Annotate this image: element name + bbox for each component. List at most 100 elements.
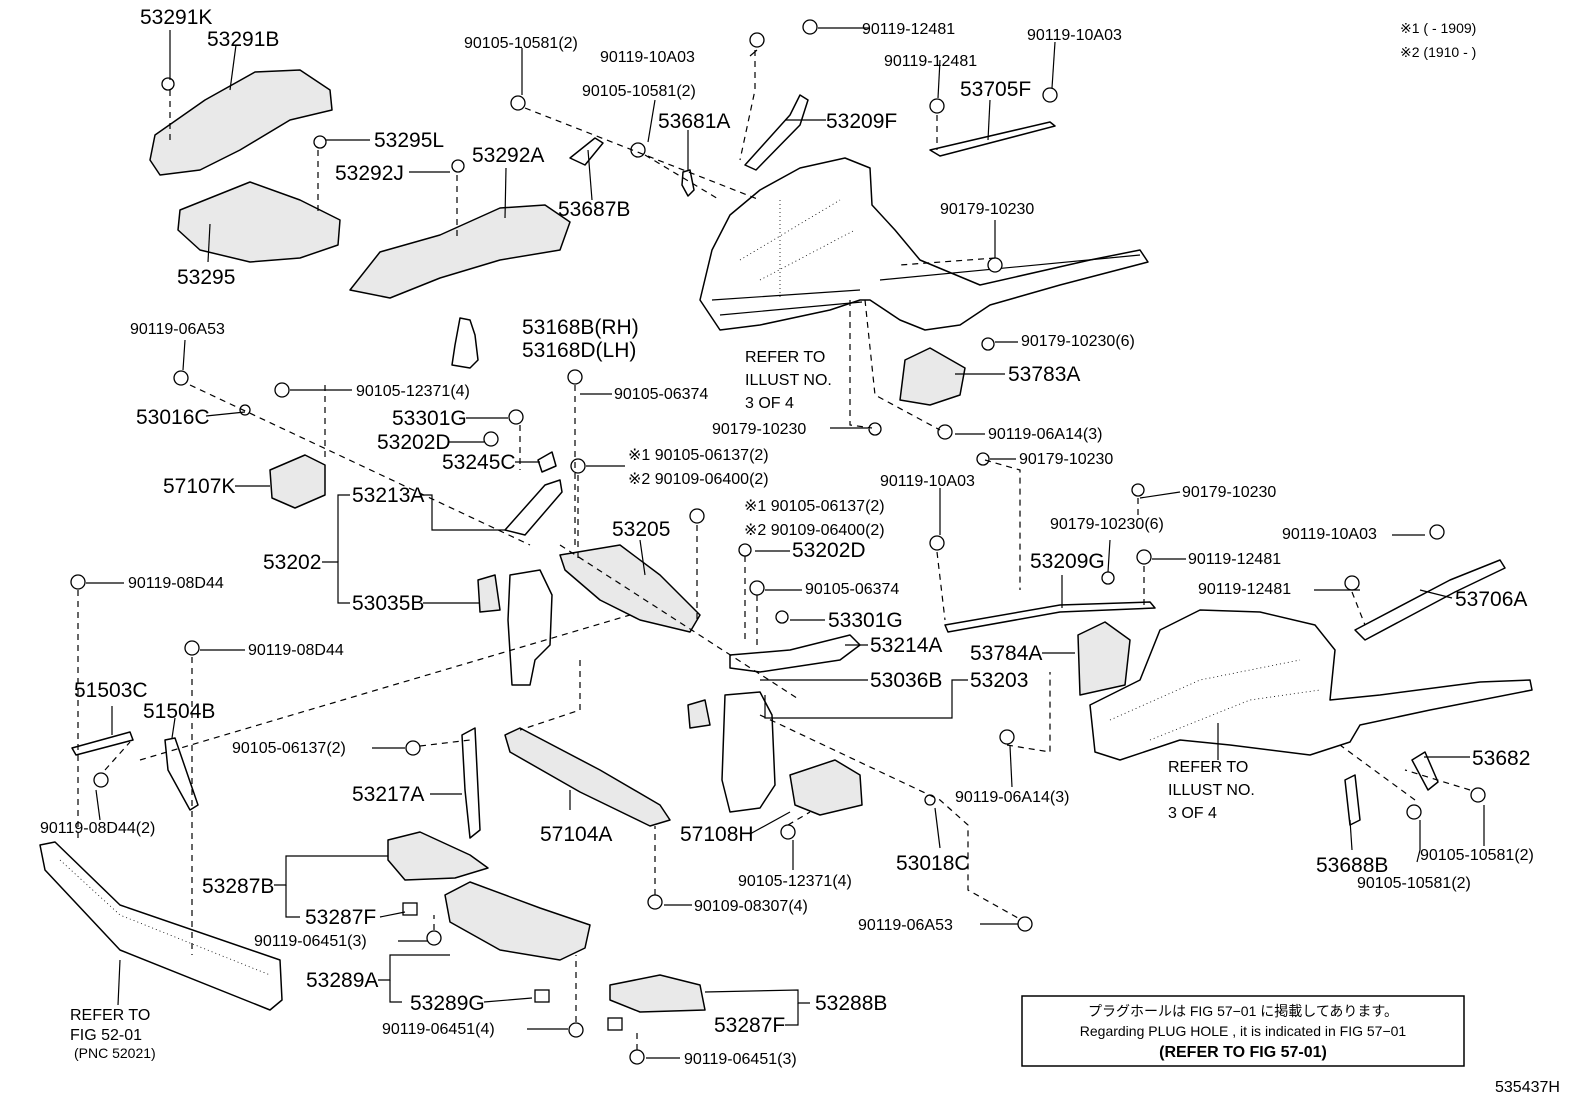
label-refer-fig2: FIG 52-01: [70, 1027, 142, 1044]
label-90119-06A14-3-a: 90119-06A14(3): [988, 426, 1102, 443]
label-53287F-a: 53287F: [305, 906, 376, 929]
part-53217A: [461, 727, 481, 839]
label-refer-illust-a3: 3 OF 4: [745, 395, 794, 412]
label-90179-10230-6-a: 90179-10230(6): [1021, 333, 1135, 350]
note-line-en: Regarding PLUG HOLE , it is indicated in…: [1080, 1023, 1407, 1039]
label-53289A: 53289A: [306, 969, 378, 992]
label-53292A: 53292A: [472, 144, 544, 167]
part-front-apron-right: [1089, 609, 1533, 761]
label-53214A: 53214A: [870, 634, 942, 657]
part-53209G: [944, 601, 1156, 633]
label-refer-fig1: REFER TO: [70, 1007, 150, 1024]
part-53705F: [929, 121, 1056, 157]
part-53287F-b: [607, 1017, 623, 1031]
label-53035B: 53035B: [352, 592, 424, 615]
label-90179-10230-b: 90179-10230: [712, 421, 806, 438]
part-53784A: [1077, 621, 1131, 696]
label-refer-illust-a2: ILLUST NO.: [745, 372, 832, 389]
part-53688B: [1344, 774, 1361, 826]
part-53036B: [687, 699, 711, 729]
label-90179-10230-d: 90179-10230: [1182, 484, 1276, 501]
label-53682: 53682: [1472, 747, 1530, 770]
part-53245C: [537, 451, 557, 473]
label-90119-06A53-b: 90119-06A53: [858, 917, 953, 934]
legend-note-2: ※2 (1910 - ): [1400, 44, 1476, 60]
part-53287B: [387, 831, 489, 881]
part-53783A: [899, 347, 966, 406]
part-53209F: [744, 94, 809, 171]
label-n1-90105-06137-2-a: ※1 90105-06137(2): [628, 447, 769, 464]
label-90105-10581-2-b: 90105-10581(2): [582, 83, 696, 100]
part-53214A: [729, 634, 861, 673]
label-53036B: 53036B: [870, 669, 942, 692]
label-53705F: 53705F: [960, 78, 1031, 101]
label-51503C: 51503C: [74, 679, 148, 702]
label-90119-08D44-2: 90119-08D44(2): [40, 820, 155, 837]
part-53681A: [681, 169, 695, 197]
part-front-apron-left-rail: [711, 254, 1141, 316]
label-53245C: 53245C: [442, 451, 516, 474]
bolt-icons: [70, 19, 1486, 1065]
label-53289G: 53289G: [410, 992, 485, 1015]
label-53016C: 53016C: [136, 406, 210, 429]
label-53292J: 53292J: [335, 162, 404, 185]
label-90105-06374-b: 90105-06374: [805, 581, 899, 598]
part-53295L: [313, 135, 327, 149]
label-90119-10A03-d: 90119-10A03: [1282, 526, 1377, 543]
label-refer-illust-b2: ILLUST NO.: [1168, 782, 1255, 799]
label-53291K: 53291K: [140, 6, 212, 29]
label-90105-12371-4-a: 90105-12371(4): [356, 383, 470, 400]
label-53783A: 53783A: [1008, 363, 1080, 386]
label-90119-08D44-a: 90119-08D44: [128, 575, 224, 592]
label-57107K: 57107K: [163, 475, 235, 498]
label-90105-06374-a: 90105-06374: [614, 386, 708, 403]
label-53018C: 53018C: [896, 852, 970, 875]
part-53205: [559, 544, 701, 633]
part-53213A: [504, 479, 563, 536]
label-90119-08D44-b: 90119-08D44: [248, 642, 344, 659]
part-53202-pillar: [507, 569, 553, 686]
part-57108H: [789, 759, 863, 816]
part-53682: [1411, 751, 1439, 791]
part-53292A: [349, 204, 571, 299]
part-53706A: [1354, 559, 1506, 641]
plug-hole-note-box: プラグホールは FIG 57−01 に掲載してあります。 Regarding P…: [1021, 995, 1465, 1067]
part-front-apron-left-detail: [739, 199, 856, 300]
part-53289A: [444, 881, 591, 961]
part-front-apron-left: [699, 157, 1149, 331]
part-53292J: [451, 159, 465, 173]
part-53203-pillar: [721, 691, 776, 813]
part-53288B: [609, 974, 706, 1013]
label-51504B: 51504B: [143, 700, 215, 723]
label-53295: 53295: [177, 266, 235, 289]
label-90179-10230-a: 90179-10230: [940, 201, 1034, 218]
label-53706A: 53706A: [1455, 588, 1527, 611]
label-53681A: 53681A: [658, 110, 730, 133]
label-53209G: 53209G: [1030, 550, 1105, 573]
label-53213A: 53213A: [352, 484, 424, 507]
label-n2-90109-06400-2-a: ※2 90109-06400(2): [628, 471, 769, 488]
label-90109-08307-4: 90109-08307(4): [694, 898, 808, 915]
label-refer-illust-b1: REFER TO: [1168, 759, 1248, 776]
part-57107K: [269, 454, 326, 509]
part-53016C: [239, 404, 251, 416]
part-53295: [177, 181, 341, 263]
label-90179-10230-6-b: 90179-10230(6): [1050, 516, 1164, 533]
label-53687B: 53687B: [558, 198, 630, 221]
part-53287F-a: [402, 902, 418, 916]
leader-lines: [86, 27, 1485, 1059]
label-53203: 53203: [970, 669, 1028, 692]
label-90119-12481-c: 90119-12481: [1188, 551, 1281, 568]
assembly-lines: [77, 50, 1471, 1050]
legend: ※1 ( - 1909) ※2 (1910 - ): [1400, 20, 1476, 60]
part-53289G: [534, 989, 550, 1003]
label-refer-illust-a1: REFER TO: [745, 349, 825, 366]
label-refer-illust-b3: 3 OF 4: [1168, 805, 1217, 822]
drawing-number: 535437H: [1495, 1079, 1560, 1096]
part-53291B: [149, 69, 333, 176]
note-line-refer: (REFER TO FIG 57-01): [1159, 1044, 1327, 1061]
part-front-apron-right-detail: [1109, 659, 1321, 741]
label-90119-10A03-c: 90119-10A03: [880, 473, 975, 490]
label-90119-06451-3-b: 90119-06451(3): [684, 1051, 797, 1068]
